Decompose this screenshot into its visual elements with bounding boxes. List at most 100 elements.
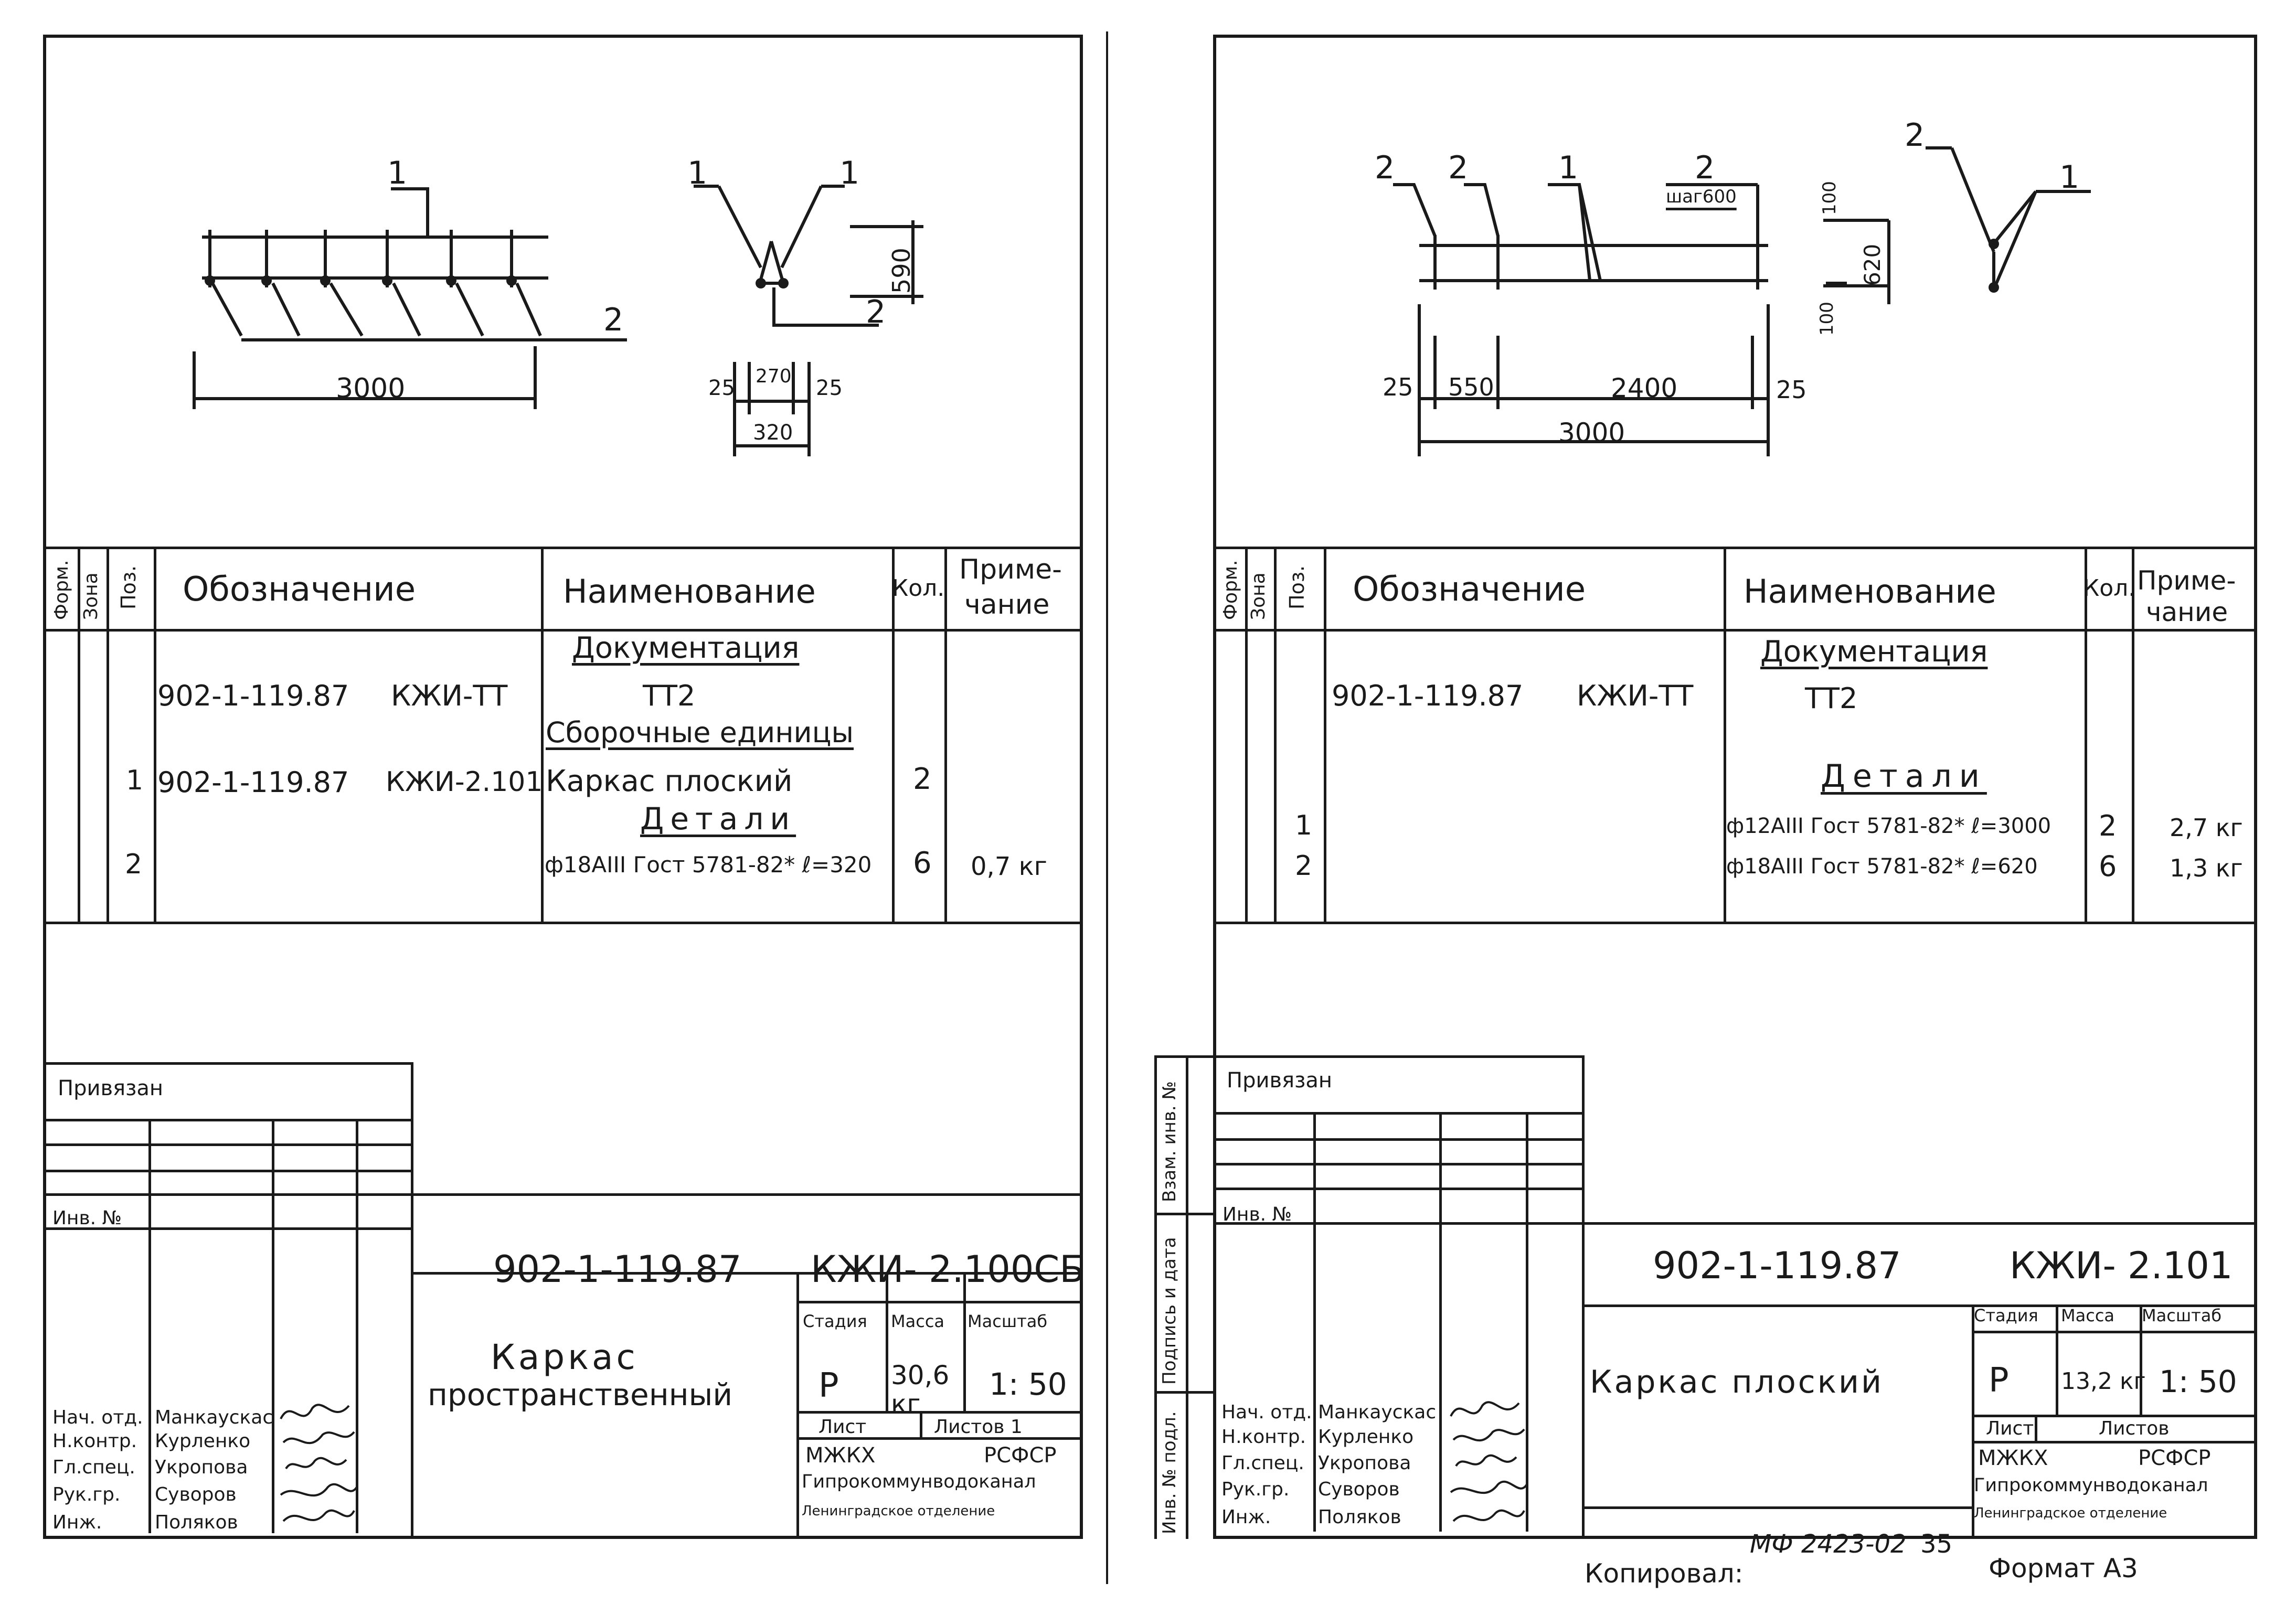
- right-side-inv-podl: Инв. № подл.: [1159, 1411, 1180, 1534]
- right-row-2-code: КЖИ-ТТ: [1577, 679, 1694, 712]
- left-role-1: Нач. отд.: [52, 1407, 143, 1428]
- left-header-form: Форм.: [51, 560, 72, 620]
- right-side-podpis: Подпись и дата: [1159, 1237, 1180, 1385]
- left-stage-header: Стадия: [803, 1311, 867, 1331]
- right-header-zona: Зона: [1248, 572, 1269, 620]
- left-sheet-header: Лист: [819, 1416, 867, 1438]
- right-scale-header: Масштаб: [2142, 1306, 2222, 1325]
- right-header-qty: Кол.: [2083, 575, 2136, 602]
- left-mass-value: 30,6 кг: [891, 1360, 950, 1419]
- left-row-6-qty: 6: [913, 846, 932, 880]
- left-name-5: Поляков: [155, 1512, 238, 1533]
- left-dim-25b: 25: [816, 376, 843, 400]
- left-row-4-code: КЖИ-2.101: [386, 766, 543, 798]
- right-frame-drawing: [1393, 146, 2091, 456]
- left-role-5: Инж.: [52, 1512, 102, 1533]
- left-section-pos-1a: 1: [687, 155, 708, 191]
- left-row-2-name: ТТ2: [643, 679, 696, 712]
- left-scale-value: 1: 50: [989, 1366, 1067, 1402]
- right-dim-25b: 25: [1776, 376, 1807, 404]
- left-spec-table: Форм. Зона Поз. Обозначение Наименование…: [46, 547, 1080, 927]
- right-header-note-1: Приме-: [2137, 565, 2236, 596]
- right-header-name: Наименование: [1744, 572, 1996, 611]
- left-scale-header: Масштаб: [968, 1311, 1048, 1331]
- left-section-pos-1b: 1: [839, 155, 860, 191]
- left-dim-320: 320: [753, 421, 793, 445]
- right-dim-550: 550: [1448, 373, 1494, 401]
- right-dim-25a: 25: [1383, 373, 1413, 401]
- left-row-4-name: Каркас плоский: [546, 764, 793, 798]
- right-inv-no: Инв. №: [1223, 1204, 1292, 1225]
- left-privyazan: Привязан: [58, 1076, 164, 1100]
- right-doc-code: КЖИ- 2.101: [2010, 1244, 2233, 1287]
- left-row-2-designation: 902-1-119.87: [157, 679, 349, 712]
- left-row-3-name: Сборочные единицы: [546, 716, 854, 749]
- right-step-label: шаг600: [1666, 186, 1737, 207]
- right-title-block: [1216, 1055, 2254, 1539]
- right-org-1a: МЖКХ: [1978, 1446, 2048, 1470]
- right-section-pos-2: 2: [1905, 117, 1925, 154]
- footer-kopiroval: Копировал:: [1585, 1558, 1744, 1589]
- right-role-2: Н.контр.: [1221, 1426, 1306, 1448]
- right-name-1: Манкаускас: [1318, 1402, 1437, 1423]
- left-pos-1-label: 1: [387, 155, 408, 191]
- left-row-5-name: Детали: [640, 801, 796, 837]
- right-row-6-qty: 6: [2099, 850, 2117, 883]
- left-header-zona: Зона: [80, 572, 102, 620]
- left-title-1: Каркас: [491, 1337, 639, 1377]
- right-name-2: Курленко: [1318, 1426, 1414, 1448]
- left-role-4: Рук.гр.: [52, 1484, 121, 1505]
- right-section-pos-1: 1: [2059, 159, 2080, 196]
- right-row-5-note: 2,7 кг: [2170, 814, 2243, 842]
- right-row-4-name: Детали: [1821, 758, 1987, 795]
- right-pos-2a-label: 2: [1375, 149, 1395, 186]
- right-row-2-name: ТТ2: [1805, 682, 1858, 715]
- left-row-4-poz: 1: [126, 765, 144, 796]
- right-row-6-name: ф18АIII Гост 5781-82* ℓ=620: [1726, 854, 2038, 879]
- footer-mf-number: МФ 2423-02: [1750, 1530, 1907, 1559]
- left-sheets-header: Листов 1: [934, 1416, 1023, 1438]
- right-mass-value: 13,2 кг: [2061, 1368, 2146, 1395]
- right-row-6-note: 1,3 кг: [2170, 854, 2243, 882]
- left-doc-number: 902-1-119.87: [493, 1248, 742, 1291]
- right-header-form: Форм.: [1220, 560, 1241, 620]
- left-org-3: Ленинградское отделение: [802, 1503, 995, 1519]
- left-role-3: Гл.спец.: [52, 1457, 135, 1478]
- right-row-5-name: ф12АIII Гост 5781-82* ℓ=3000: [1726, 814, 2051, 838]
- left-row-6-name: ф18АIII Гост 5781-82* ℓ=320: [545, 852, 872, 878]
- right-row-2-designation: 902-1-119.87: [1332, 679, 1524, 712]
- right-signatures: [1450, 1401, 1528, 1522]
- left-row-4-qty: 2: [913, 762, 932, 796]
- right-sheet: [1213, 35, 2257, 1539]
- right-privyazan: Привязан: [1227, 1068, 1333, 1093]
- right-dim-100a: 100: [1819, 181, 1840, 215]
- right-header-poz: Поз.: [1285, 565, 1309, 609]
- left-header-name: Наименование: [563, 572, 816, 611]
- left-dim-25a: 25: [708, 376, 735, 400]
- left-row-6-note: 0,7 кг: [971, 852, 1047, 881]
- footer-format: Формат А3: [1989, 1553, 2138, 1584]
- right-dim-3000: 3000: [1558, 418, 1625, 448]
- left-mass-header: Масса: [891, 1311, 945, 1331]
- right-row-1-name: Документация: [1760, 635, 1988, 669]
- right-header-designation: Обозначение: [1353, 570, 1586, 609]
- left-org-1b: РСФСР: [984, 1443, 1057, 1468]
- left-header-note-1: Приме-: [959, 554, 1062, 585]
- left-name-3: Укропова: [155, 1457, 248, 1478]
- right-row-5-qty: 2: [2099, 809, 2117, 842]
- left-org-2: Гипрокоммунводоканал: [802, 1471, 1036, 1492]
- left-doc-code: КЖИ- 2.100СБ: [811, 1248, 1085, 1291]
- left-signatures: [280, 1404, 358, 1522]
- left-dim-length: 3000: [336, 373, 406, 404]
- right-stage-value: Р: [1989, 1361, 2009, 1400]
- right-sheet-header: Лист: [1986, 1418, 2034, 1439]
- left-pos-2-label: 2: [603, 302, 624, 338]
- right-doc-number: 902-1-119.87: [1653, 1244, 1901, 1287]
- right-dim-620: 620: [1859, 243, 1885, 286]
- right-role-3: Гл.спец.: [1221, 1452, 1304, 1474]
- left-row-1-name: Документация: [572, 631, 800, 665]
- left-header-note-2: чание: [964, 589, 1050, 621]
- left-inv-no: Инв. №: [52, 1207, 122, 1229]
- right-role-4: Рук.гр.: [1221, 1479, 1290, 1500]
- left-name-4: Суворов: [155, 1484, 237, 1505]
